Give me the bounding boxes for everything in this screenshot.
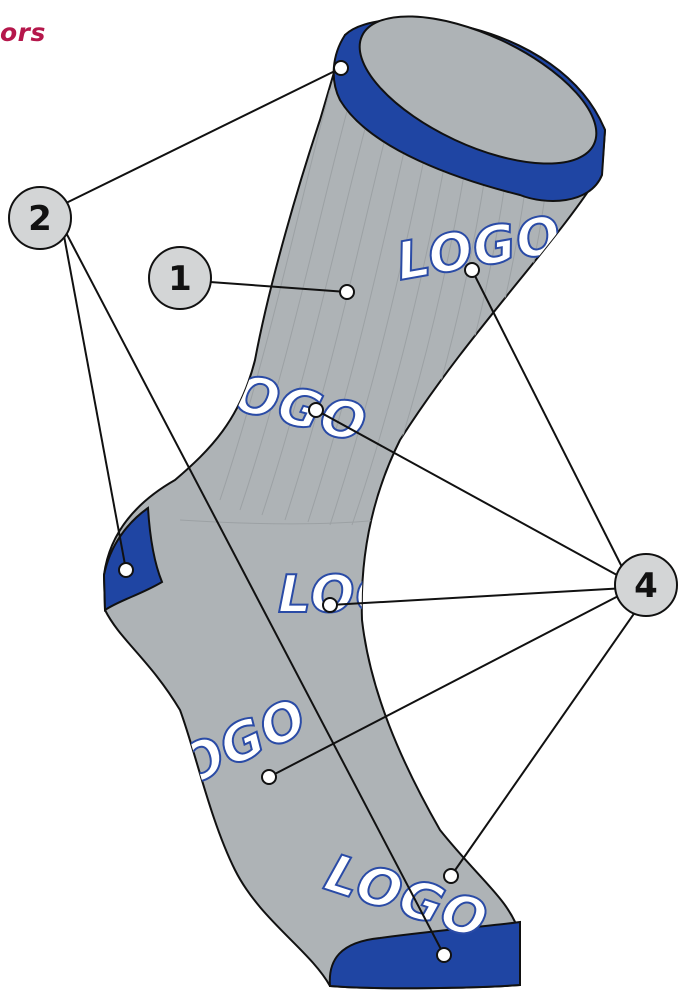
callout-2: 2 bbox=[8, 186, 72, 250]
marker-dot bbox=[464, 262, 480, 278]
callout-4: 4 bbox=[614, 553, 678, 617]
cuff-opening bbox=[358, 15, 598, 165]
leader-lines bbox=[61, 67, 641, 956]
marker-dot bbox=[308, 402, 324, 418]
logo-text: LOGO bbox=[278, 565, 444, 625]
callout-1-label: 1 bbox=[168, 259, 192, 299]
page-title: ors bbox=[0, 18, 46, 47]
callout-1: 1 bbox=[148, 246, 212, 310]
callout-4-label: 4 bbox=[634, 566, 658, 606]
marker-dot bbox=[436, 947, 452, 963]
marker-dot bbox=[118, 562, 134, 578]
marker-dot bbox=[339, 284, 355, 300]
endpoint-dots bbox=[118, 60, 480, 963]
heel-patch bbox=[102, 506, 164, 612]
callout-2-label: 2 bbox=[28, 199, 52, 239]
marker-dot bbox=[333, 60, 349, 76]
marker-dot bbox=[322, 597, 338, 613]
marker-dot bbox=[261, 769, 277, 785]
sock bbox=[102, 15, 607, 990]
toe-patch bbox=[328, 920, 521, 990]
marker-dot bbox=[443, 868, 459, 884]
